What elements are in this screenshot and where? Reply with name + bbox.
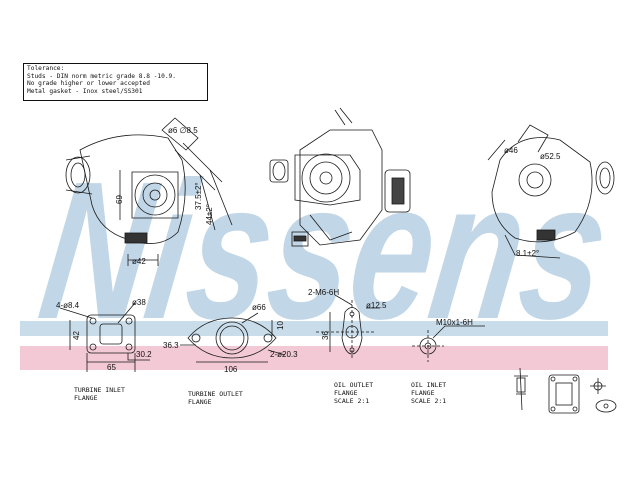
dim-hole-pattern: 4-ø8.4 bbox=[56, 301, 80, 310]
dim-36: 36 bbox=[321, 331, 330, 340]
dim-52: ø52.5 bbox=[540, 152, 561, 161]
oil-outlet-flange-drawing bbox=[316, 294, 380, 360]
dim-46: ø46 bbox=[504, 146, 518, 155]
turbine-outlet-flange-drawing bbox=[180, 312, 286, 363]
tolerance-line-4: Metal gasket - Inox steel/SS301 bbox=[27, 87, 143, 95]
caption-oil-outlet: OIL OUTLET FLANGE SCALE 2:1 bbox=[334, 381, 374, 405]
right-view-turbo bbox=[487, 124, 615, 259]
dim-42: 42 bbox=[72, 331, 81, 340]
center-view-turbo bbox=[269, 107, 411, 247]
dim-30-2: 30.2 bbox=[136, 350, 152, 359]
caption-turbine-inlet: TURBINE INLET FLANGE bbox=[74, 386, 125, 402]
caption-turbine-outlet: TURBINE OUTLET FLANGE bbox=[188, 390, 243, 406]
accessories-drawing bbox=[514, 367, 617, 414]
dim-8-1: 8.1±2° bbox=[516, 249, 540, 258]
turbine-inlet-flange-drawing bbox=[59, 302, 150, 372]
dim-top-left: ø6 ∅8.5 bbox=[168, 126, 198, 135]
watermark-text: Nissens bbox=[29, 141, 620, 360]
dim-42-left: ø42 bbox=[132, 257, 146, 266]
dim-69: 69 bbox=[115, 195, 124, 204]
dim-10: 10 bbox=[276, 321, 285, 330]
left-view-turbo bbox=[65, 117, 233, 266]
dim-65: 65 bbox=[107, 363, 116, 372]
tolerance-line-1: Tolerance: bbox=[27, 65, 65, 72]
dim-44: 44±2° bbox=[205, 204, 214, 225]
oil-inlet-flange-drawing bbox=[412, 325, 485, 362]
caption-oil-inlet: OIL INLET FLANGE SCALE 2:1 bbox=[411, 381, 447, 405]
tolerance-line-2: Studs - DIN norm metric grade 8.8 -10.9. bbox=[27, 72, 177, 80]
blue-band bbox=[20, 321, 608, 336]
dim-2-20-3: 2-ø20.3 bbox=[270, 350, 298, 359]
tolerance-note: Tolerance: Studs - DIN norm metric grade… bbox=[23, 63, 208, 101]
dim-66: ø66 bbox=[252, 303, 266, 312]
tolerance-line-3: No grade higher or lower accepted bbox=[27, 80, 150, 88]
dim-37: 37.5±2° bbox=[194, 182, 203, 210]
dim-m10: M10x1-6H bbox=[436, 318, 473, 327]
dim-m6: 2-M6-6H bbox=[308, 288, 340, 297]
dim-106: 106 bbox=[224, 365, 238, 374]
dim-36-3: 36.3 bbox=[163, 341, 179, 350]
dim-38: ø38 bbox=[132, 298, 146, 307]
pink-band bbox=[20, 346, 608, 370]
dim-12-5: ø12.5 bbox=[366, 301, 387, 310]
